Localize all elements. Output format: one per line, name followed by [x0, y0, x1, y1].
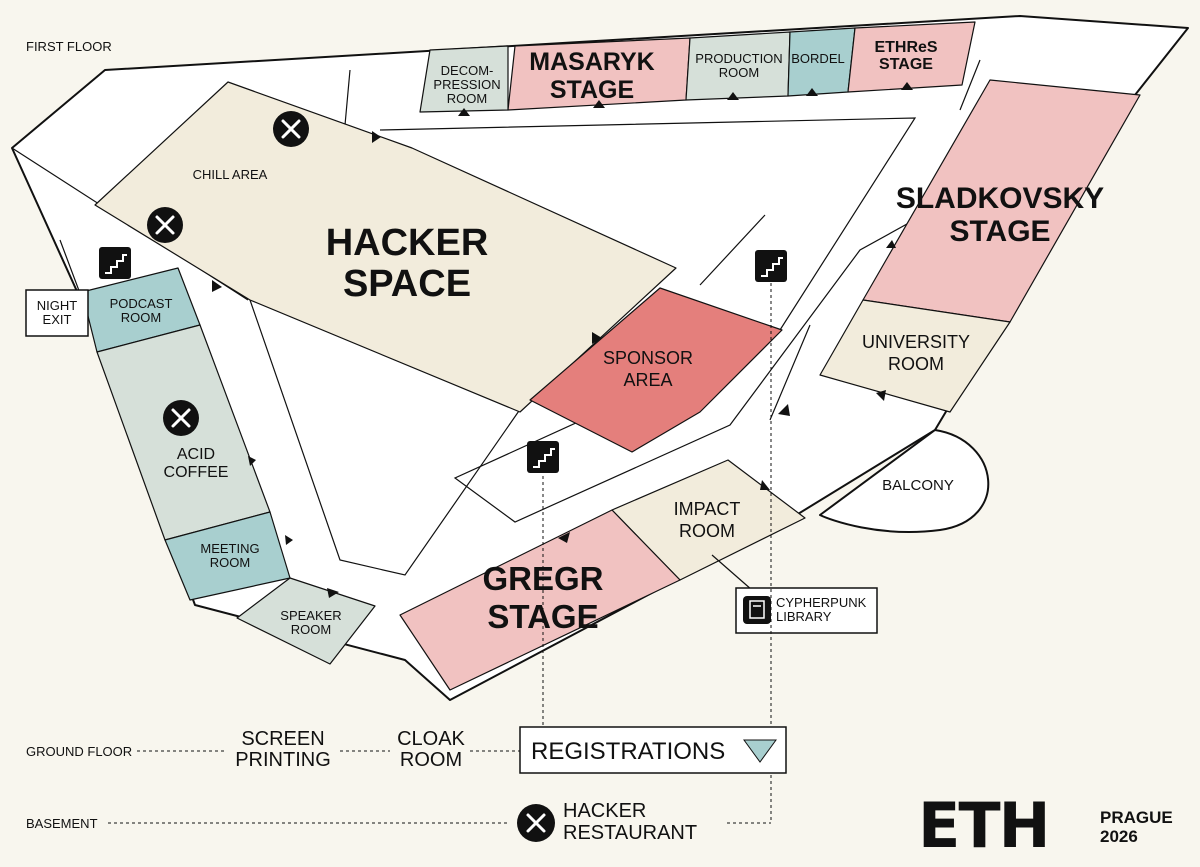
arrow-icon: [760, 480, 770, 490]
ground-floor-label: GROUND FLOOR: [26, 744, 132, 759]
eth-prague-logo: ETH PRAGUE 2026: [918, 789, 1173, 862]
food-icon: [147, 207, 183, 243]
corridor-inner: [249, 299, 531, 576]
arrow-icon: [248, 456, 256, 466]
stairs-icon: [527, 441, 559, 473]
arrow-icon: [592, 332, 602, 344]
ethres-stage[interactable]: [847, 21, 976, 93]
arrow-icon: [886, 240, 896, 248]
registrations[interactable]: REGISTRATIONS: [519, 726, 787, 774]
hacker-space[interactable]: [94, 81, 677, 413]
svg-text:REGISTRATIONS: REGISTRATIONS: [531, 738, 725, 765]
arrow-icons: [212, 82, 913, 598]
university-room[interactable]: [819, 299, 1011, 413]
arrow-icon: [212, 280, 222, 292]
book-icon: [743, 596, 771, 624]
corridor-inner-2: [699, 214, 811, 421]
arrow-icon: [558, 532, 570, 543]
arrow-icon: [727, 92, 739, 100]
food-icon: [517, 804, 555, 842]
arrow-icon: [876, 390, 886, 401]
arrow-icon: [806, 88, 818, 96]
triangle-down-icon: [743, 739, 777, 763]
svg-text:PRAGUE: PRAGUE: [1100, 808, 1173, 827]
arrow-icon: [458, 108, 470, 116]
arrow-icon: [285, 535, 293, 545]
arrow-icon: [901, 82, 913, 90]
arrow-icon: [372, 131, 381, 143]
arrow-icon: [778, 404, 790, 416]
svg-text:BORDEL: BORDEL: [791, 51, 844, 66]
food-icon: [163, 400, 199, 436]
library-pointer: [711, 554, 753, 591]
sponsor-area[interactable]: [529, 287, 783, 453]
stairs-icon: [755, 250, 787, 282]
svg-text:ETH: ETH: [918, 789, 1049, 862]
arrow-icon: [327, 588, 339, 598]
speaker-room[interactable]: [236, 577, 376, 665]
stairs-icon: [99, 247, 131, 279]
corridor-outline: [379, 94, 1141, 523]
svg-text:BALCONY: BALCONY: [882, 477, 954, 494]
arrow-icon: [593, 100, 605, 108]
balcony[interactable]: [819, 429, 990, 534]
svg-text:CHILL AREA: CHILL AREA: [193, 167, 268, 182]
svg-text:2026: 2026: [1100, 827, 1138, 846]
basement-label: BASEMENT: [26, 816, 98, 831]
gregr-stage[interactable]: [399, 509, 681, 691]
food-icon: [273, 111, 309, 147]
first-floor-label: FIRST FLOOR: [26, 39, 112, 54]
